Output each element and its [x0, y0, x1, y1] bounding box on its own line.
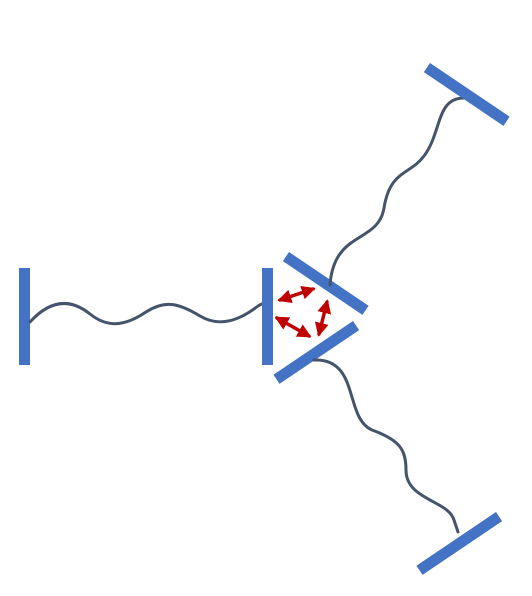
lower-wave: [312, 358, 460, 534]
lower-inner-plate: [273, 321, 360, 384]
upper-inner-plate: [282, 252, 369, 315]
left-outer-plate: [19, 268, 30, 365]
upper-wave: [328, 96, 466, 287]
coupling-arrow-left-upper: [277, 285, 316, 304]
coupling-arrow-upper-lower: [314, 299, 332, 337]
upper-outer-plate: [423, 63, 510, 126]
lower-outer-plate: [416, 512, 503, 575]
left-inner-plate: [262, 268, 273, 365]
left-wave: [28, 301, 270, 326]
coupling-arrow-left-lower: [274, 316, 312, 338]
